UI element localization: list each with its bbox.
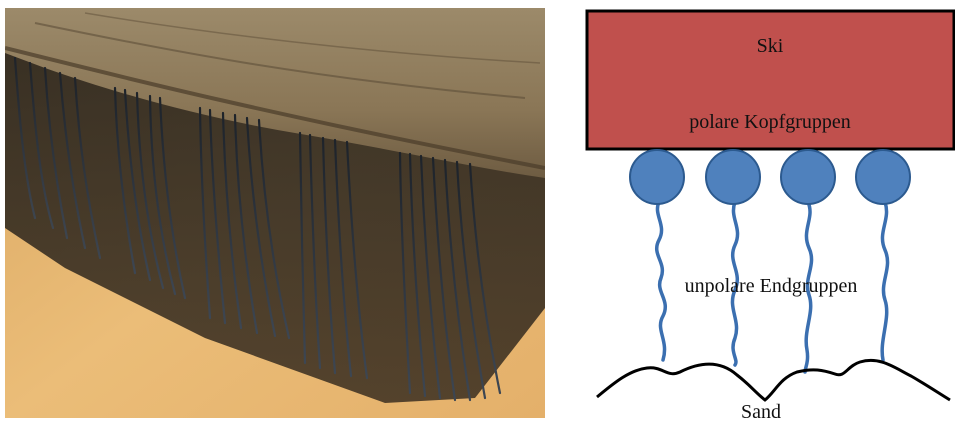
tail-groups-label: unpolare Endgruppen [685, 275, 858, 297]
ski-label: Ski [757, 35, 784, 57]
molecule-head-1 [630, 150, 684, 204]
wax-diagram-svg: Ski polare Kopfgruppen unpolare Endgrupp… [575, 0, 955, 421]
molecule-head-3 [781, 150, 835, 204]
molecule-tail-4 [882, 202, 887, 360]
brush-photo [5, 8, 545, 418]
head-groups-label: polare Kopfgruppen [689, 111, 851, 133]
molecule-head-2 [706, 150, 760, 204]
molecule-head-4 [856, 150, 910, 204]
sand-label: Sand [741, 401, 781, 421]
brush-photo-drawing [5, 8, 545, 418]
molecule-heads [630, 150, 910, 204]
sand-surface-line [597, 360, 950, 400]
molecule-tail-1 [657, 202, 666, 360]
wax-diagram: Ski polare Kopfgruppen unpolare Endgrupp… [575, 0, 955, 421]
